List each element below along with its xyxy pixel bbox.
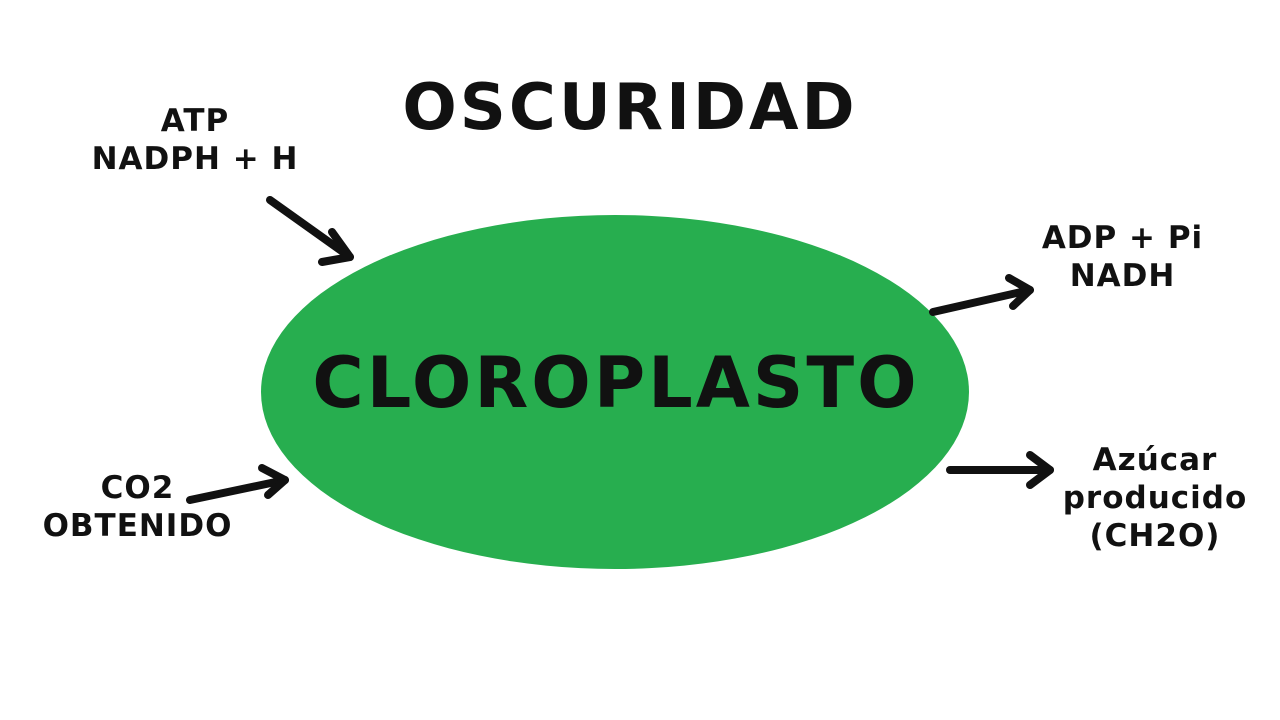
node-line: ADP + Pi: [1041, 220, 1204, 256]
node-line: producido: [1062, 479, 1248, 516]
output-adp-nadh: ADP + Pi NADH: [1025, 220, 1220, 296]
node-line: (CH2O): [1089, 517, 1221, 554]
node-line: CO2: [100, 470, 175, 506]
node-line: Azúcar: [1092, 442, 1218, 478]
arrow-sugar-out: [946, 451, 1054, 489]
node-line: ATP: [160, 103, 230, 139]
arrow-atp-in: [266, 196, 354, 266]
input-co2-obtenido: CO2 OBTENIDO: [20, 470, 255, 546]
arrow-co2-in: [186, 464, 289, 504]
input-atp-nadph: ATP NADPH + H: [70, 103, 320, 179]
node-line: NADH: [1069, 257, 1176, 294]
chloroplast-ellipse: [261, 215, 969, 569]
chloroplast-label: CLOROPLASTO: [312, 342, 920, 424]
output-sugar: Azúcar producido (CH2O): [1055, 442, 1255, 555]
diagram-title: OSCURIDAD: [402, 71, 858, 145]
arrow-adp-out: [929, 274, 1034, 316]
node-line: OBTENIDO: [42, 507, 233, 544]
node-line: NADPH + H: [91, 140, 299, 177]
